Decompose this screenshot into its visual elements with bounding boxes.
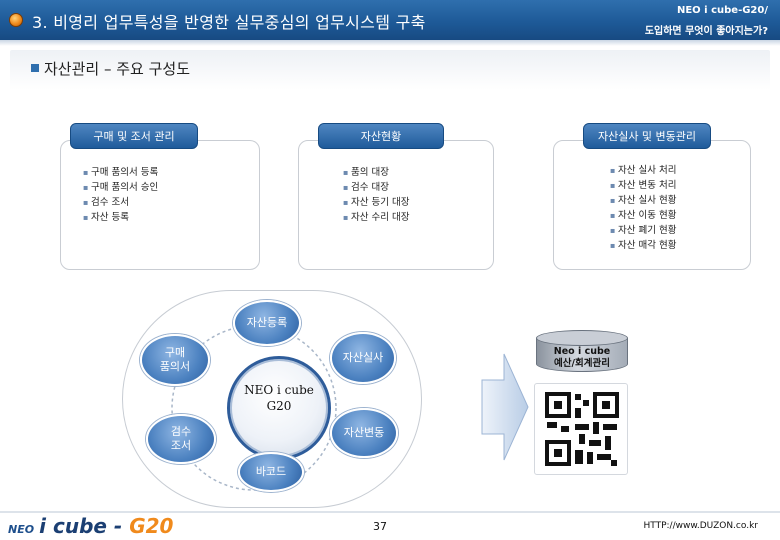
database-label: Neo i cube 예산/회계관리	[536, 346, 628, 370]
company-url[interactable]: HTTP://www.DUZON.co.kr	[643, 521, 758, 531]
asset-status-box: 품의 대장 검수 대장 자산 등기 대장 자산 수리 대장	[298, 140, 494, 270]
list-item: 구매 품의서 등록	[83, 165, 158, 180]
database-label-line2: 예산/회계관리	[554, 358, 610, 369]
orange-bullet-icon	[9, 13, 23, 27]
purchase-label-line1: 구매	[164, 346, 186, 359]
page-number: 37	[373, 520, 387, 533]
logo-neo-text: NEO	[8, 523, 35, 536]
asset-register-label: 자산등록	[246, 316, 288, 329]
neo-icube-core-circle	[227, 356, 331, 460]
section-title: 자산관리 – 주요 구성도	[44, 60, 191, 78]
purchase-management-tab[interactable]: 구매 및 조서 관리	[70, 123, 198, 149]
right-arrow-icon	[481, 353, 529, 461]
asset-change-node[interactable]	[330, 408, 398, 458]
inspect-label-line2: 조서	[170, 439, 192, 452]
purchase-proposal-node[interactable]	[140, 334, 210, 386]
list-item: 자산 이동 현황	[610, 208, 676, 223]
asset-audit-label: 자산실사	[342, 351, 384, 364]
list-item: 품의 대장	[343, 165, 409, 180]
core-label-line1: NEO i cube	[244, 383, 314, 397]
inspection-report-label: 검수 조서	[146, 425, 216, 453]
logo-g20-text: G20	[129, 514, 174, 538]
list-item: 자산 등록	[83, 210, 158, 225]
square-bullet-icon	[31, 64, 39, 72]
purchase-label-line2: 품의서	[159, 360, 191, 373]
list-item: 자산 변동 처리	[610, 178, 676, 193]
list-item: 검수 대장	[343, 180, 409, 195]
header-question-label: 도입하면 무엇이 좋아지는가?	[644, 26, 768, 37]
list-item: 자산 등기 대장	[343, 195, 409, 210]
barcode-label: 바코드	[255, 465, 287, 478]
list-item: 구매 품의서 승인	[83, 180, 158, 195]
list-item: 자산 폐기 현황	[610, 223, 676, 238]
qr-code-icon	[545, 392, 619, 466]
core-label-line2: G20	[266, 399, 292, 413]
asset-audit-tab[interactable]: 자산실사 및 변동관리	[583, 123, 711, 149]
asset-register-node[interactable]	[233, 300, 301, 346]
list-item: 자산 매각 현황	[610, 238, 676, 253]
page-title: 3. 비영리 업무특성을 반영한 실무중심의 업무시스템 구축	[32, 13, 426, 32]
header-product-label: NEO i cube-G20/	[676, 5, 768, 16]
asset-audit-box: 자산 실사 처리 자산 변동 처리 자산 실사 현황 자산 이동 현황 자산 폐…	[553, 140, 751, 270]
header-shadow	[0, 40, 780, 46]
core-label: NEO i cube G20	[227, 382, 331, 414]
header-bar: 3. 비영리 업무특성을 반영한 실무중심의 업무시스템 구축 NEO i cu…	[0, 0, 780, 40]
inspect-label-line1: 검수	[170, 425, 192, 438]
footer-divider	[0, 511, 780, 513]
purchase-proposal-label: 구매 품의서	[140, 346, 210, 374]
inspection-report-node[interactable]	[146, 414, 216, 464]
asset-audit-node[interactable]	[330, 332, 396, 384]
barcode-node[interactable]	[238, 452, 304, 492]
purchase-management-box: 구매 품의서 등록 구매 품의서 승인 검수 조서 자산 등록	[60, 140, 260, 270]
list-item: 검수 조서	[83, 195, 158, 210]
list-item: 자산 실사 현황	[610, 193, 676, 208]
asset-status-list: 품의 대장 검수 대장 자산 등기 대장 자산 수리 대장	[343, 165, 409, 225]
asset-audit-list: 자산 실사 처리 자산 변동 처리 자산 실사 현황 자산 이동 현황 자산 폐…	[610, 163, 676, 253]
qr-code-panel	[534, 383, 628, 475]
database-cylinder-top	[536, 330, 628, 346]
logo-icube-text: i cube	[39, 514, 107, 538]
asset-status-tab[interactable]: 자산현황	[318, 123, 444, 149]
purchase-item-list: 구매 품의서 등록 구매 품의서 승인 검수 조서 자산 등록	[83, 165, 158, 225]
neo-icube-g20-logo: NEO i cube - G20	[8, 514, 174, 538]
list-item: 자산 수리 대장	[343, 210, 409, 225]
list-item: 자산 실사 처리	[610, 163, 676, 178]
asset-change-label: 자산변동	[343, 426, 385, 439]
logo-dash-text: -	[106, 514, 130, 538]
database-label-line1: Neo i cube	[553, 346, 611, 357]
